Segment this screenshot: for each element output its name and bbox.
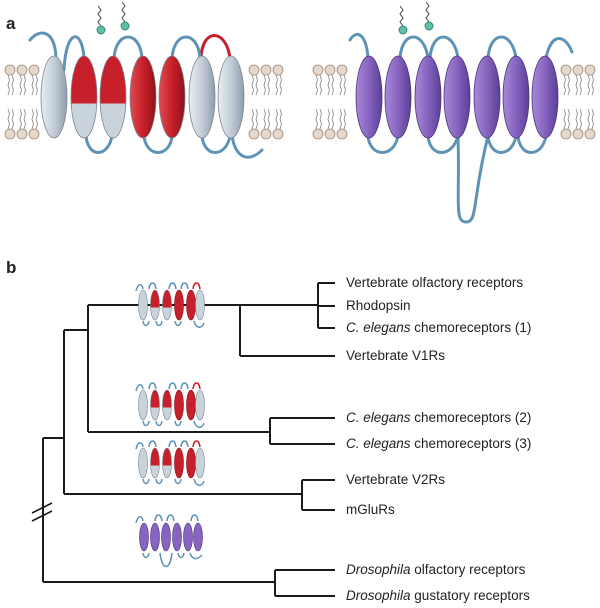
helix-2: [384, 55, 412, 139]
panel-a-receptors: [4, 1, 596, 224]
helix-7: [217, 55, 245, 139]
icon-receptor-drosophila: [135, 514, 203, 568]
panel-label-a: a: [6, 14, 16, 33]
left-receptor-highlighted-loop: [199, 34, 232, 60]
helix-4: [129, 55, 157, 139]
right-receptor-loop-34: [426, 134, 460, 154]
leaf-label: Drosophila olfactory receptors: [346, 562, 526, 577]
leaf-label: Rhodopsin: [346, 298, 411, 313]
right-receptor-helices: [355, 55, 559, 139]
helix-3: [99, 55, 127, 139]
helix-7: [531, 55, 559, 139]
right-receptor-long-loop: [456, 134, 490, 224]
helix-1: [40, 55, 68, 139]
helix-5: [158, 55, 186, 139]
icon-receptor-clade-3: [135, 440, 205, 486]
helix-6: [188, 55, 216, 139]
helix-3: [414, 55, 442, 139]
helix-4: [443, 55, 471, 139]
helix-2: [70, 55, 98, 139]
icon-receptor-clade-2: [135, 382, 205, 428]
leaf-label: Vertebrate V1Rs: [346, 348, 446, 363]
icon-receptor-clade-1: [135, 282, 205, 328]
helix-6: [502, 55, 530, 139]
helix-5: [473, 55, 501, 139]
left-receptor-loop-45: [170, 35, 202, 60]
leaf-label: C. elegans chemoreceptors (2): [346, 410, 532, 425]
phylogenetic-tree: [31, 282, 335, 597]
left-receptor-loops: [28, 31, 264, 159]
odorant-ligands-left: [96, 1, 130, 35]
right-receptor-loops: [348, 32, 574, 154]
leaf-label: Vertebrate olfactory receptors: [346, 275, 524, 290]
leaf-label: C. elegans chemoreceptors (1): [346, 320, 532, 335]
left-receptor-helices: [40, 55, 245, 139]
leaf-label: Vertebrate V2Rs: [346, 472, 446, 487]
leaf-label: C. elegans chemoreceptors (3): [346, 436, 532, 451]
tree-break-mark: [31, 502, 53, 522]
panel-label-b: b: [6, 258, 17, 277]
leaf-label: Drosophila gustatory receptors: [346, 588, 530, 603]
leaf-label: mGluRs: [346, 502, 395, 517]
odorant-ligands-right: [398, 1, 434, 35]
helix-1: [355, 55, 383, 139]
